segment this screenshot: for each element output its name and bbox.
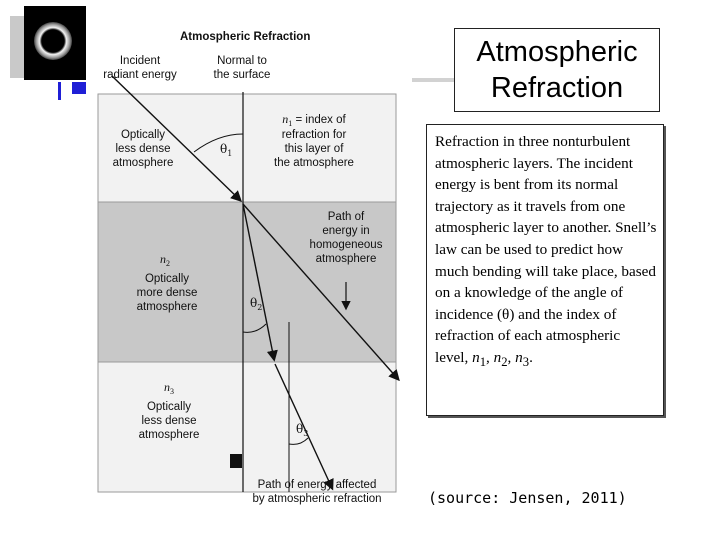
solar-eclipse-image bbox=[24, 6, 86, 80]
n1-sub: 1 bbox=[479, 354, 487, 369]
n1-italic: n bbox=[472, 348, 480, 366]
diagram-title: Atmospheric Refraction bbox=[180, 31, 311, 43]
incident-ray bbox=[111, 75, 243, 202]
n3-italic: n bbox=[515, 348, 523, 366]
desc-period: . bbox=[529, 348, 533, 366]
theta2-label: θ2 bbox=[250, 296, 263, 312]
layer3-description: Optically less dense atmosphere bbox=[138, 401, 200, 441]
description-text: Refraction in three nonturbulent atmosph… bbox=[426, 124, 664, 416]
eclipse-corona bbox=[34, 22, 72, 60]
n1-symbol: n1 bbox=[282, 112, 293, 128]
desc-part-2: ) and the index of refraction of each at… bbox=[435, 305, 621, 366]
theta1-arc bbox=[193, 133, 244, 153]
n2-sub: 2 bbox=[501, 354, 508, 369]
n2-italic: n bbox=[493, 348, 502, 366]
layer1-index-label: n1 = index of refraction for this layer … bbox=[266, 112, 362, 170]
layer1-description: Optically less dense atmosphere bbox=[112, 129, 174, 169]
slide-title: Atmospheric Refraction bbox=[454, 28, 660, 112]
decor-blue-bar bbox=[72, 82, 86, 94]
theta3-arc bbox=[288, 437, 309, 445]
refraction-path-label: Path of energy affected by atmospheric r… bbox=[252, 479, 382, 505]
n1-definition: = index of refraction for this layer of … bbox=[274, 114, 354, 169]
normal-surface-label: Normal to the surface bbox=[213, 55, 271, 81]
refraction-diagram: Atmospheric Refraction Incident radiant … bbox=[86, 24, 416, 520]
layer2-description: Optically more dense atmosphere bbox=[136, 273, 198, 313]
desc-comma-1: , bbox=[486, 348, 494, 366]
path-homogeneous-label: Path of energy in homogeneous atmosphere bbox=[309, 211, 383, 265]
theta-symbol: θ bbox=[502, 305, 510, 323]
source-citation: (source: Jensen, 2011) bbox=[428, 489, 627, 507]
layer-1-band bbox=[97, 93, 397, 203]
theta1-label: θ1 bbox=[220, 142, 233, 158]
theta2-arc bbox=[242, 323, 267, 333]
refracted-ray-layer2 bbox=[242, 203, 278, 362]
ground-marker bbox=[230, 454, 242, 468]
homogeneous-path bbox=[242, 203, 400, 382]
desc-part-1: Refraction in three nonturbulent atmosph… bbox=[435, 133, 657, 323]
layer-3-band bbox=[97, 361, 397, 493]
n2-symbol: n2 bbox=[160, 252, 170, 268]
incident-energy-label: Incident radiant energy bbox=[103, 55, 177, 81]
n3-sub: 3 bbox=[522, 354, 530, 369]
theta3-label: θ3 bbox=[296, 422, 309, 438]
decor-blue-line bbox=[58, 82, 61, 100]
title-decor-line bbox=[412, 78, 458, 82]
refracted-ray-layer3 bbox=[274, 363, 334, 491]
n3-symbol: n3 bbox=[164, 380, 174, 396]
diagram-graphics bbox=[97, 75, 400, 493]
desc-comma-2: , bbox=[507, 348, 516, 366]
